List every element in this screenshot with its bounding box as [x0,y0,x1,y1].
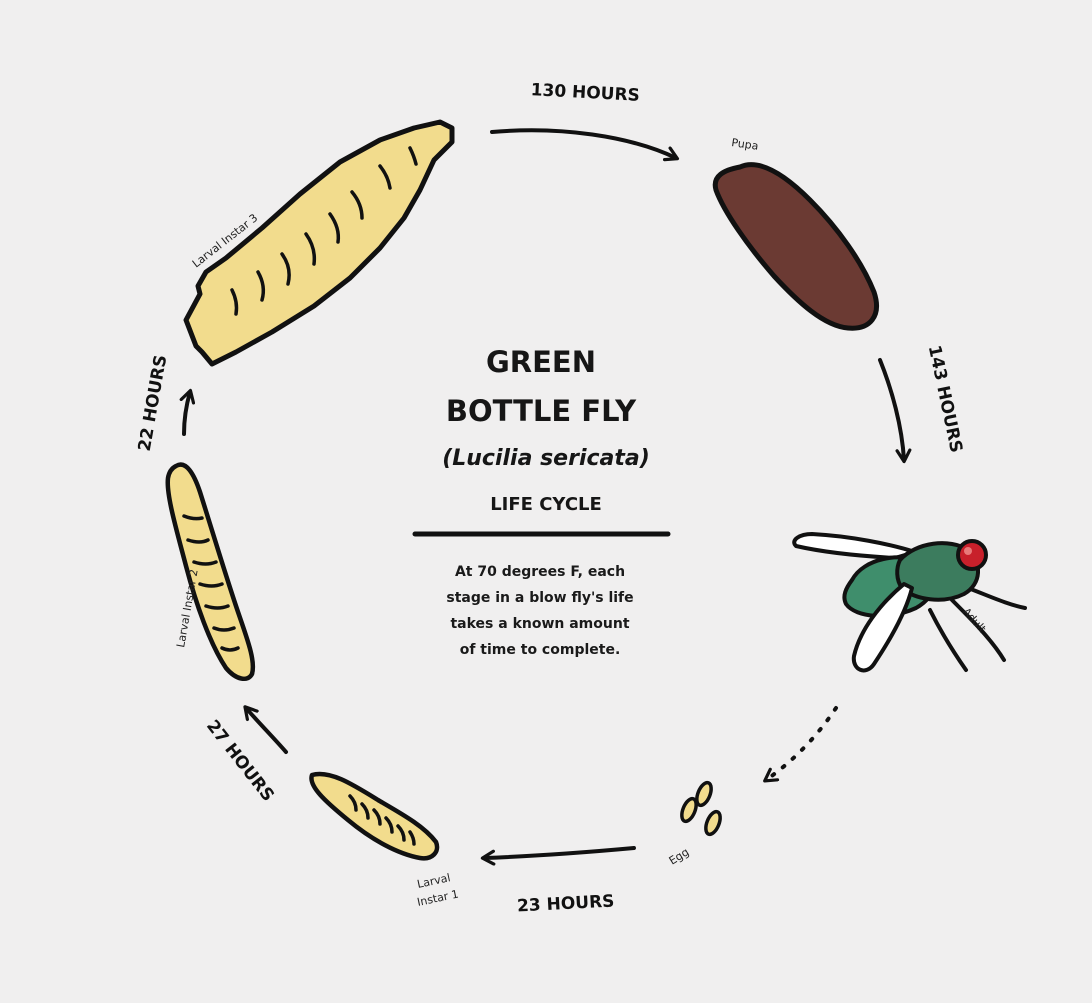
adult-fly-illustration [794,534,1025,670]
pupa-illustration [715,165,876,329]
eggs-illustration [679,781,723,837]
larval-instar-1-label-line-2: Instar 1 [416,887,460,908]
arrow-pupa-to-adult [880,360,904,460]
arrow-egg-to-instar1 [484,848,634,858]
arrow-instar2-to-instar3 [184,392,190,434]
duration-23-hours: 23 HOURS [517,891,615,916]
scientific-name: (Lucilia sericata) [442,446,650,471]
title-line-1: GREEN [486,345,596,379]
subtitle: LIFE CYCLE [490,494,602,515]
pupa-label: Pupa [731,136,760,153]
description-line-2: stage in a blow fly's life [446,590,633,606]
larval-instar-1-label-line-1: Larval [416,871,452,891]
egg-label: Egg [667,845,692,867]
description-line-4: of time to complete. [460,642,621,658]
duration-22-hours: 22 HOURS [135,353,172,452]
arrow-adult-to-egg [766,708,836,780]
description-line-1: At 70 degrees F, each [455,564,625,580]
description-line-3: takes a known amount [450,616,629,632]
arrow-instar3-to-pupa [492,130,676,158]
title-line-2: BOTTLE FLY [446,394,637,428]
arrow-instar1-to-instar2 [246,708,286,752]
duration-130-hours: 130 HOURS [530,80,640,106]
larval-instar-1-illustration [311,774,437,858]
duration-143-hours: 143 HOURS [924,343,966,454]
